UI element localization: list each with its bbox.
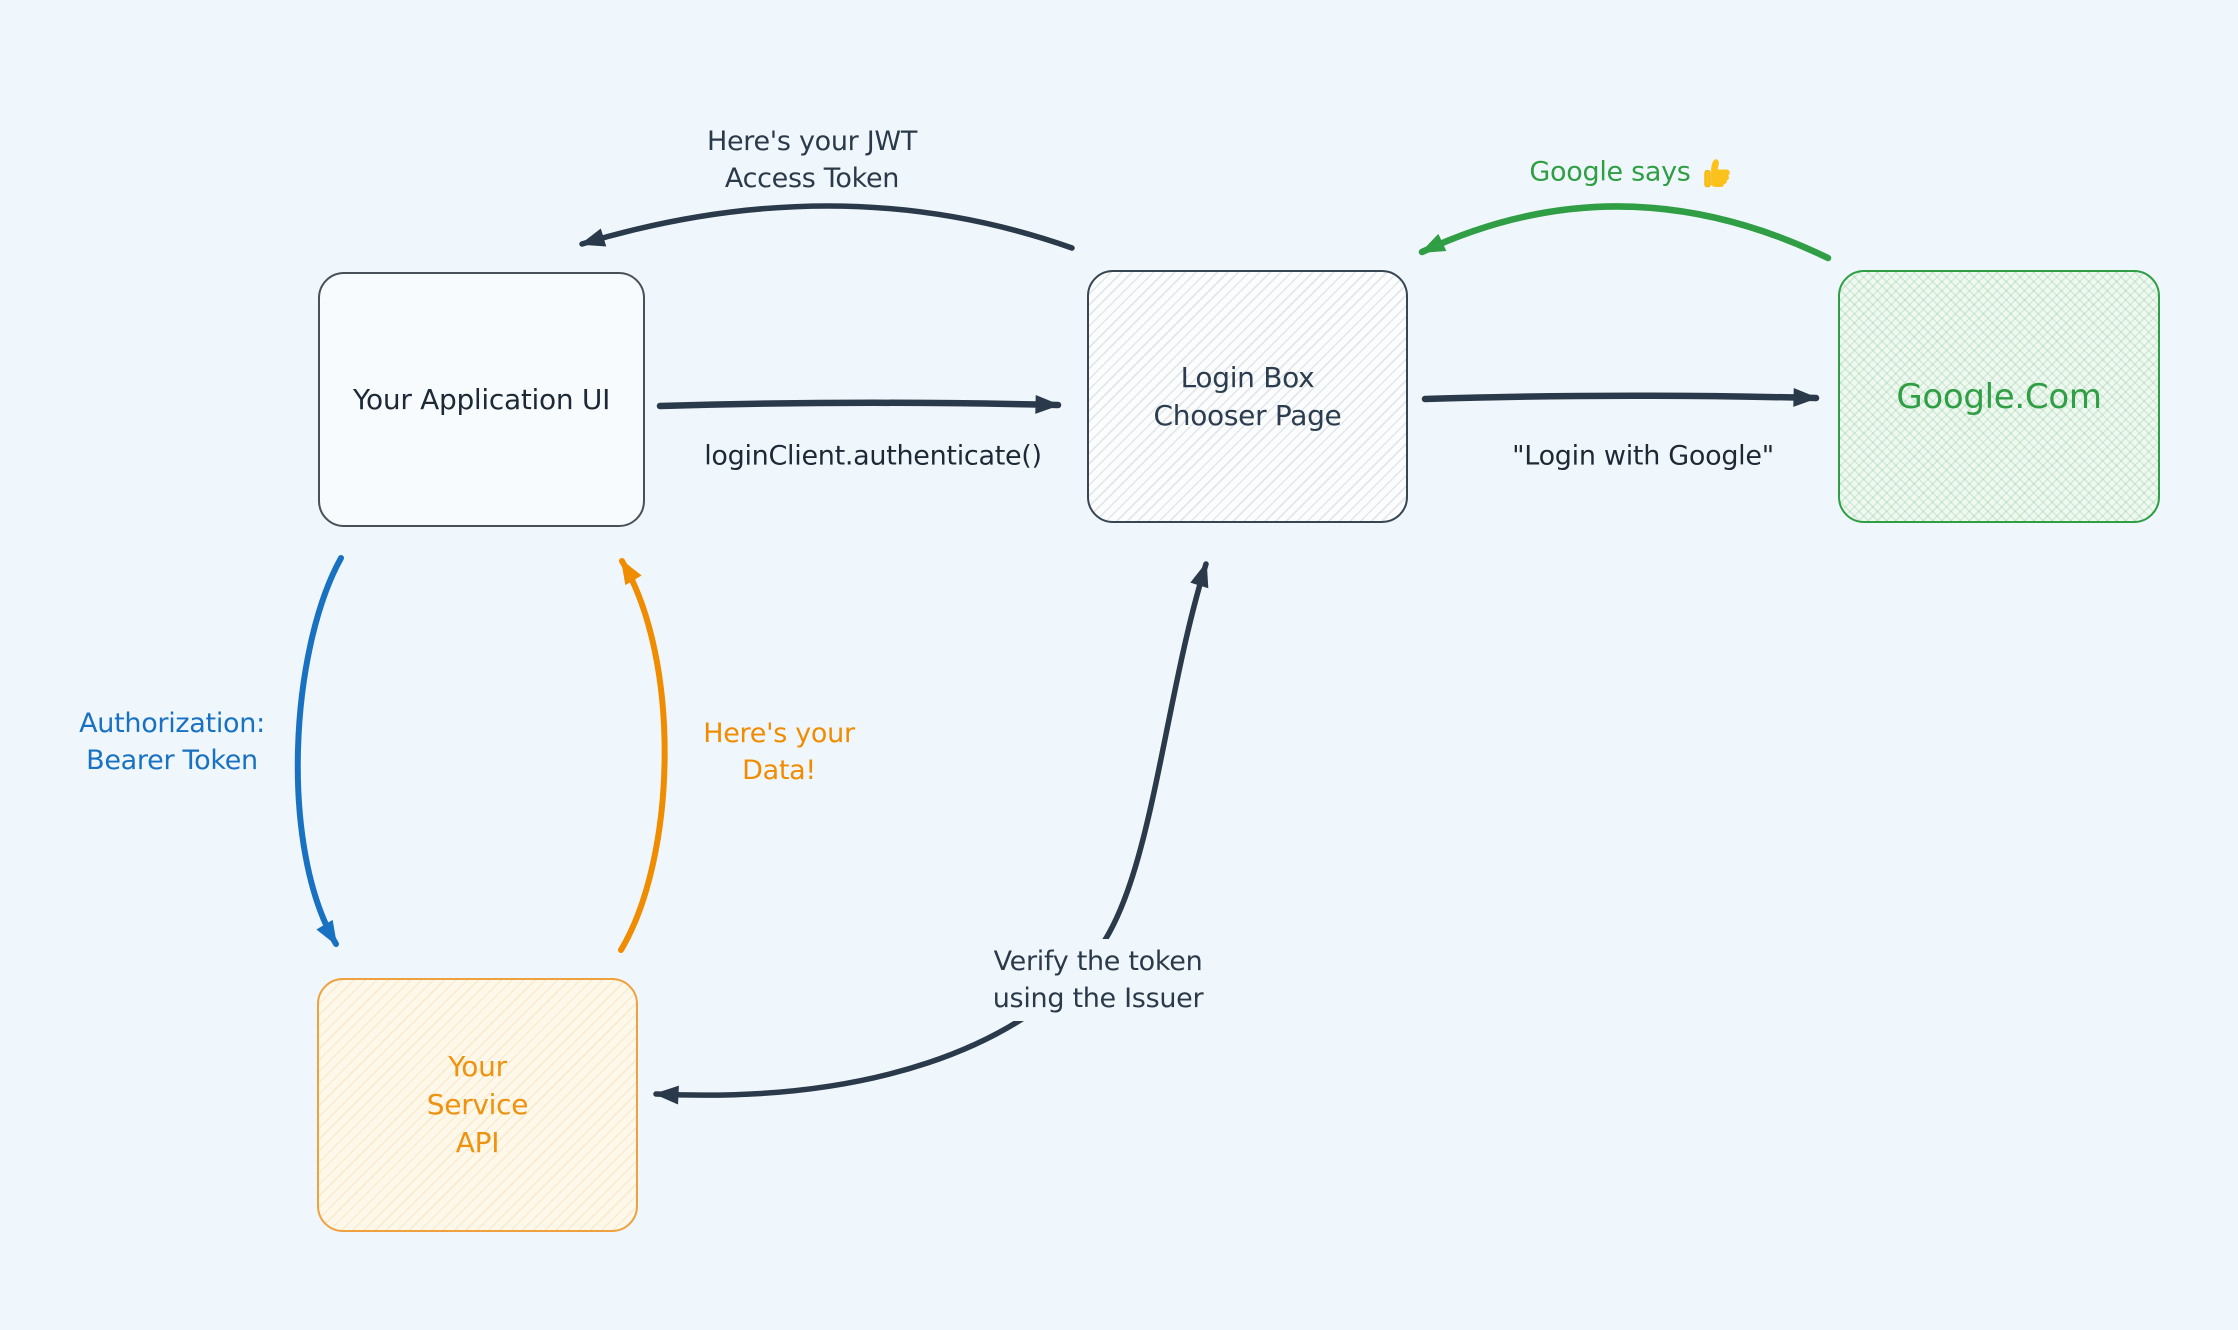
- verify-token-label: Verify the token using the Issuer: [984, 939, 1212, 1021]
- login-with-google-arrow[interactable]: [1421, 388, 1820, 407]
- authenticate-label: loginClient.authenticate(): [704, 440, 1042, 472]
- authenticate-arrow[interactable]: [656, 395, 1062, 414]
- google-says-label: Google says: [1529, 154, 1734, 191]
- jwt-access-token-arrow[interactable]: [579, 203, 1075, 251]
- bearer-token-arrow[interactable]: [294, 555, 344, 947]
- bearer-token-label: Authorization: Bearer Token: [79, 708, 265, 776]
- heres-your-data-label: Here's your Data!: [703, 718, 855, 786]
- jwt-access-token-label: Here's your JWT Access Token: [706, 126, 918, 194]
- google-says-text: Google says: [1529, 156, 1691, 188]
- service-api-node[interactable]: Your Service API: [317, 978, 638, 1232]
- google-node[interactable]: Google.Com: [1838, 270, 2160, 523]
- app-ui-node[interactable]: Your Application UI: [318, 272, 645, 527]
- login-box-chooser-node[interactable]: Login Box Chooser Page: [1087, 270, 1408, 523]
- heres-your-data-arrow[interactable]: [618, 558, 668, 953]
- login-with-google-label: "Login with Google": [1512, 440, 1774, 472]
- thumbs-up-icon: [1704, 158, 1730, 187]
- google-says-arrow[interactable]: [1418, 203, 1832, 262]
